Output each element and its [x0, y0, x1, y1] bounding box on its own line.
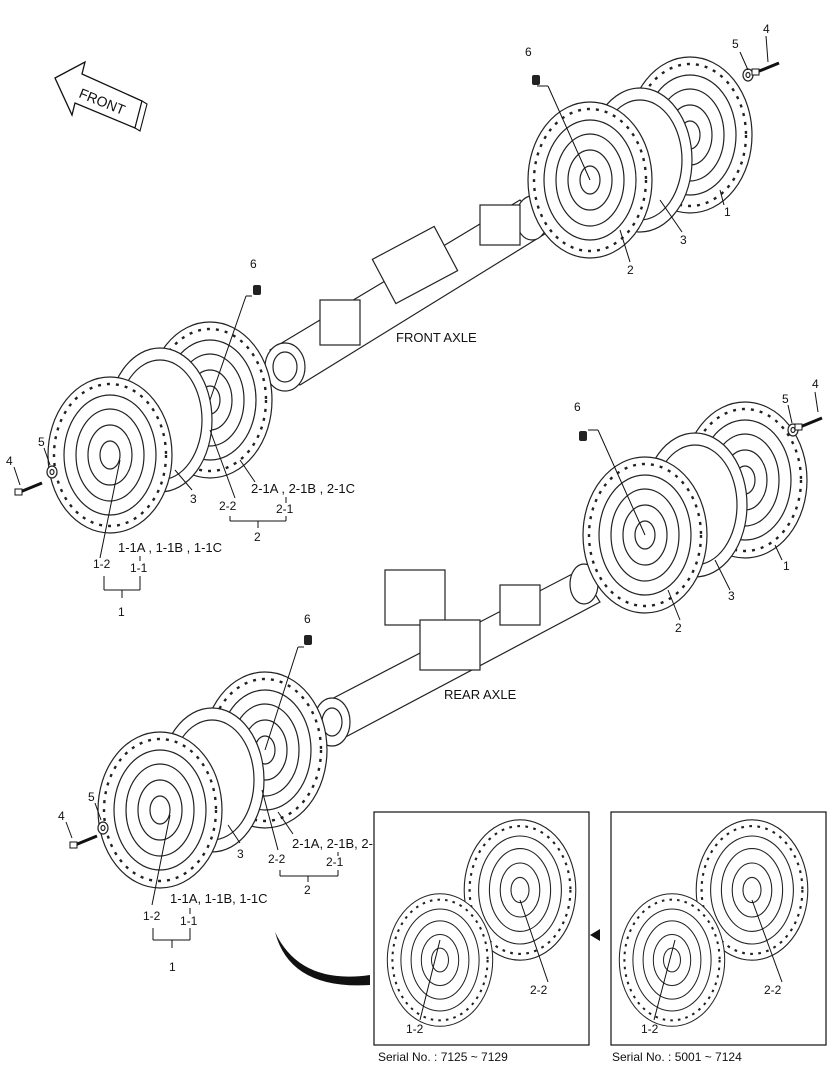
- callout-6-rear-right: 6: [574, 400, 581, 414]
- callout-2-1-rear: 2-1: [326, 855, 344, 869]
- callout-1-1-rear: 1-1: [180, 914, 198, 928]
- callout-2-front: 2: [254, 530, 261, 544]
- callout-4-rear-right: 4: [812, 377, 819, 391]
- callout-1-rear-right: 1: [783, 559, 790, 573]
- callout-2-1abc-front: 2-1A , 2-1B , 2-1C: [251, 481, 355, 496]
- callout-1-front-right: 1: [724, 205, 731, 219]
- callout-3-rear-right: 3: [728, 589, 735, 603]
- callout-2-2-rear: 2-2: [268, 852, 286, 866]
- front-axle-housing: [264, 195, 549, 392]
- rear-right-leaders: [588, 391, 819, 621]
- callout-2-1abc-rear: 2-1A, 2-1B, 2-1C: [292, 836, 390, 851]
- inset-right-callout-2-2: 2-2: [764, 983, 782, 997]
- front-right-leaders: [537, 35, 769, 263]
- bracket-1-rear: [152, 908, 191, 948]
- front-left-leaders: [13, 295, 256, 559]
- callout-6-front-left: 6: [250, 257, 257, 271]
- callout-5-front-right: 5: [732, 37, 739, 51]
- callout-6-rear-left: 6: [304, 612, 311, 626]
- rear-axle-label: REAR AXLE: [444, 687, 517, 702]
- callout-1-2-rear: 1-2: [143, 909, 161, 923]
- front-axle-label: FRONT AXLE: [396, 330, 477, 345]
- callout-3-front-right: 3: [680, 233, 687, 247]
- callout-1-2-front: 1-2: [93, 557, 111, 571]
- inset-right-callout-1-2: 1-2: [641, 1022, 659, 1036]
- callout-3-rear-left: 3: [237, 847, 244, 861]
- callout-2-front-right: 2: [627, 263, 634, 277]
- callout-1-1-front: 1-1: [130, 561, 148, 575]
- detail-arrow: [275, 932, 370, 986]
- callout-5-rear-left: 5: [88, 790, 95, 804]
- inset-left-callout-2-2: 2-2: [530, 983, 548, 997]
- bracket-2-front: [229, 497, 287, 528]
- bracket-2-rear: [279, 852, 339, 882]
- callout-1-rear: 1: [169, 960, 176, 974]
- callout-5-front-left: 5: [38, 435, 45, 449]
- bracket-1-front: [103, 556, 141, 598]
- inset-right: [610, 811, 827, 1046]
- front-arrow: FRONT: [54, 60, 148, 132]
- rear-axle-housing: [313, 563, 601, 747]
- inset-right-serial: Serial No. : 5001 ~ 7124: [612, 1050, 742, 1064]
- callout-1-1abc-rear: 1-1A, 1-1B, 1-1C: [170, 891, 268, 906]
- callout-6-front-right: 6: [525, 45, 532, 59]
- callout-1-front: 1: [118, 605, 125, 619]
- callout-2-rear-right: 2: [675, 621, 682, 635]
- callout-2-1-front: 2-1: [276, 502, 294, 516]
- front-right-wheel-group: [526, 55, 781, 260]
- callout-1-1abc-front: 1-1A , 1-1B , 1-1C: [118, 540, 222, 555]
- callout-3-front-left: 3: [190, 492, 197, 506]
- inset-left-callout-1-2: 1-2: [406, 1022, 424, 1036]
- callout-2-2-front: 2-2: [219, 499, 237, 513]
- rear-right-wheel-group: [579, 400, 824, 615]
- callout-2-rear: 2: [304, 883, 311, 897]
- callout-4-front-right: 4: [763, 22, 770, 36]
- rear-left-leaders: [65, 646, 304, 906]
- inset-left-serial: Serial No. : 7125 ~ 7129: [378, 1050, 508, 1064]
- callout-4-front-left: 4: [6, 454, 13, 468]
- inset-left: [373, 811, 600, 1046]
- callout-4-rear-left: 4: [58, 809, 65, 823]
- front-left-wheel-group: [13, 285, 274, 535]
- rear-left-wheel-group: [68, 635, 329, 890]
- callout-5-rear-right: 5: [782, 392, 789, 406]
